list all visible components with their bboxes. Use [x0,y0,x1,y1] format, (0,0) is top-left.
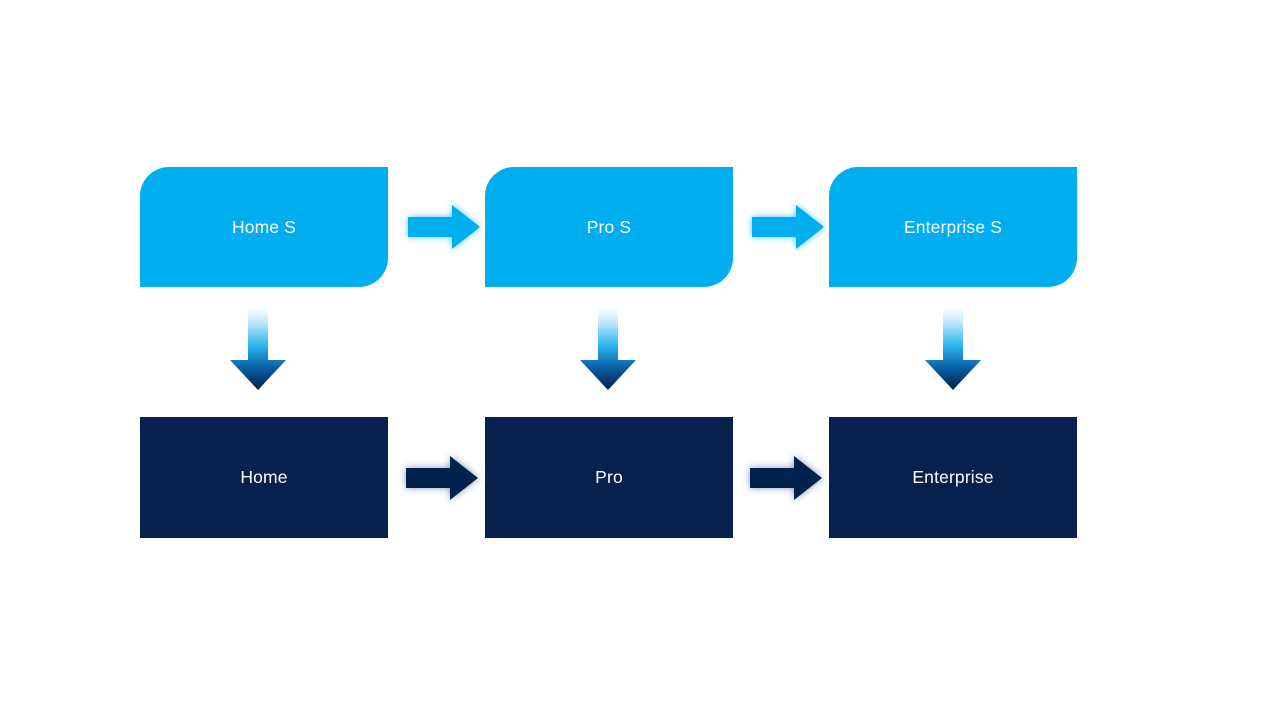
node-home[interactable]: Home [140,417,388,538]
node-label: Home S [231,216,297,237]
arrow-down-icon-home-s-to-home [228,308,288,390]
node-enterprise-s[interactable]: Enterprise S [829,167,1077,287]
arrow-down-icon-pro-s-to-pro [578,308,638,390]
arrow-right-icon-home-s-to-pro-s [408,203,480,251]
node-label: Pro [595,467,623,487]
node-label: Pro S [586,216,632,237]
arrow-down-icon-enterprise-s-to-enterprise [923,308,983,390]
node-label: Enterprise S [903,216,1003,237]
node-enterprise[interactable]: Enterprise [829,417,1077,538]
node-pro-s[interactable]: Pro S [485,167,733,287]
node-pro[interactable]: Pro [485,417,733,538]
arrow-right-icon-pro-to-enterprise [750,454,822,502]
node-home-s[interactable]: Home S [140,167,388,287]
arrow-right-icon-home-to-pro [406,454,478,502]
node-label: Home [240,467,288,487]
node-label: Enterprise [912,467,994,487]
arrow-right-icon-pro-s-to-enterprise-s [752,203,824,251]
